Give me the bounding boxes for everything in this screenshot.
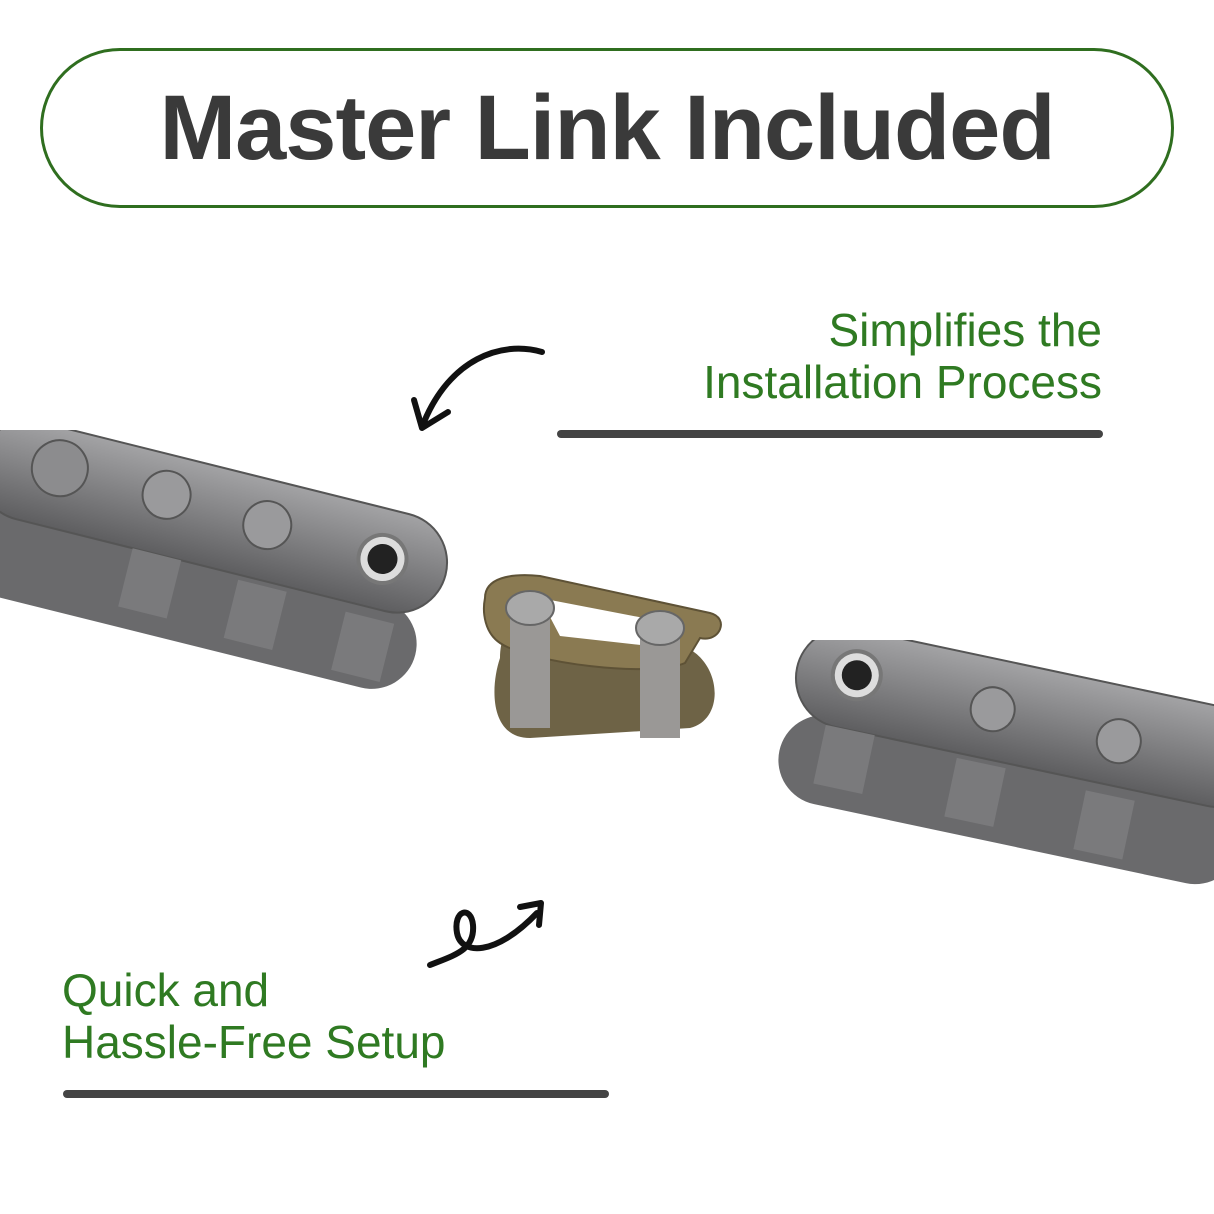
callout-line: Simplifies the — [828, 304, 1102, 356]
callout-setup: Quick and Hassle-Free Setup — [62, 964, 446, 1068]
callout-line: Hassle-Free Setup — [62, 1016, 446, 1068]
callout-line: Quick and — [62, 964, 270, 1016]
callout-line: Installation Process — [703, 356, 1102, 408]
left-chain-segment — [0, 430, 449, 689]
page-title: Master Link Included — [159, 76, 1055, 179]
master-link — [482, 574, 722, 738]
divider-top — [557, 430, 1103, 438]
callout-installation: Simplifies the Installation Process — [703, 304, 1102, 408]
curved-arrow-icon — [411, 345, 545, 431]
right-chain-segment — [778, 640, 1214, 885]
title-banner: Master Link Included — [40, 48, 1174, 208]
divider-bottom — [63, 1090, 609, 1098]
squiggle-arrow-icon — [427, 900, 544, 968]
